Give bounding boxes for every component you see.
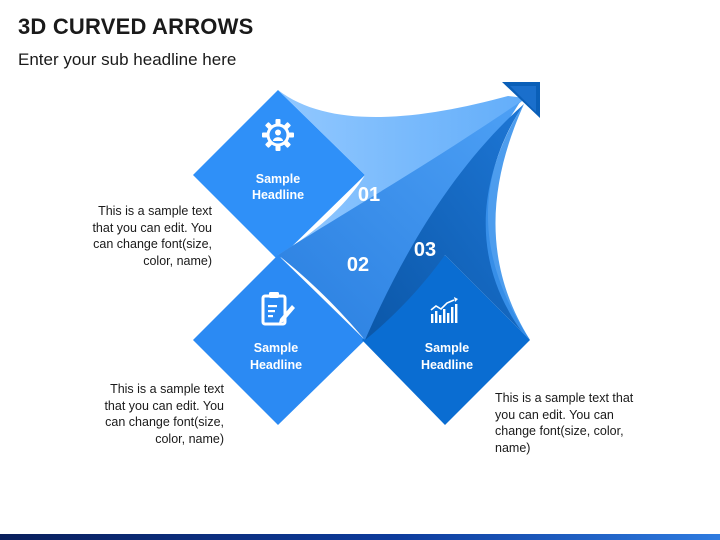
step-headline-01-line1: Sample bbox=[256, 172, 301, 186]
step-headline-03-line2: Headline bbox=[421, 358, 473, 372]
step-headline-02-line1: Sample bbox=[254, 341, 299, 355]
desc-02-line-3: can change font(size, bbox=[105, 415, 224, 429]
desc-02-line-4: color, name) bbox=[155, 431, 224, 446]
curved-band-03 bbox=[365, 104, 530, 340]
desc-03-line-3: change font(size, color, bbox=[495, 424, 624, 438]
step-number-01: 01 bbox=[358, 184, 380, 206]
curved-band-01 bbox=[278, 90, 526, 255]
desc-01-line-2: that you can edit. You bbox=[92, 220, 212, 235]
desc-01-line-1: This is a sample text bbox=[98, 204, 212, 218]
gear-person-icon bbox=[262, 119, 294, 151]
step-description-02: This is a sample text that you can edit.… bbox=[72, 381, 224, 447]
curved-band-02 bbox=[278, 102, 520, 340]
diamond-01 bbox=[193, 90, 365, 260]
slide-title: 3D CURVED ARROWS bbox=[18, 14, 254, 39]
step-number-02: 02 bbox=[347, 254, 369, 276]
desc-02-line-2: that you can edit. You bbox=[104, 398, 224, 413]
step-description-03: This is a sample text that you can edit.… bbox=[495, 390, 665, 456]
desc-01-line-3: can change font(size, bbox=[93, 237, 212, 251]
desc-02-line-1: This is a sample text bbox=[110, 382, 224, 396]
step-number-03: 03 bbox=[414, 239, 436, 261]
desc-01-line-4: color, name) bbox=[143, 253, 212, 268]
step-headline-02-line2: Headline bbox=[250, 358, 302, 372]
step-description-01: This is a sample text that you can edit.… bbox=[60, 203, 212, 269]
clipboard-pen-icon bbox=[261, 292, 295, 326]
desc-03-line-1: This is a sample text that bbox=[495, 391, 634, 405]
step-headline-03-line1: Sample bbox=[425, 341, 470, 355]
bar-chart-icon bbox=[430, 297, 458, 323]
step-headline-01-line2: Headline bbox=[252, 188, 304, 202]
desc-03-line-2: you can edit. You can bbox=[495, 407, 614, 422]
arrow-head-shade bbox=[510, 86, 536, 112]
curved-band-03-edge bbox=[485, 104, 530, 340]
desc-03-line-4: name) bbox=[495, 440, 531, 455]
bottom-accent-bar bbox=[0, 534, 720, 540]
diamond-02 bbox=[193, 255, 365, 425]
slide-subtitle: Enter your sub headline here bbox=[18, 50, 237, 69]
